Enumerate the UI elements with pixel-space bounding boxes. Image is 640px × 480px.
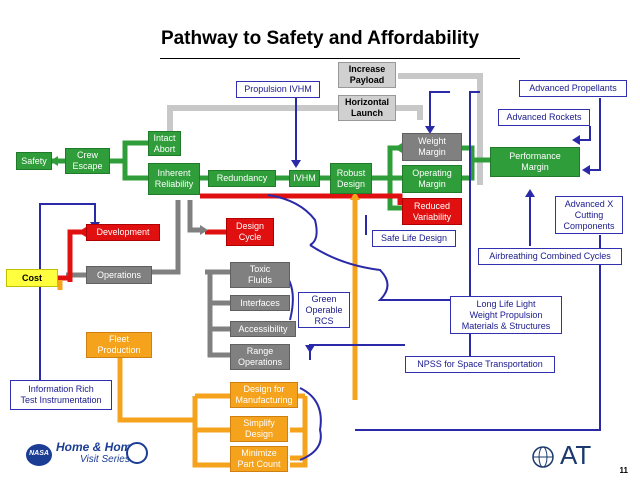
node-robust-design: Robust Design: [330, 163, 372, 194]
gray-light-connectors: [167, 73, 483, 185]
node-safety: Safety: [16, 152, 52, 170]
nasa-logo-text: NASA: [29, 450, 49, 457]
note-information-rich: Information Rich Test Instrumentation: [10, 380, 112, 410]
green-arrowheads: [50, 143, 402, 166]
node-redundancy: Redundancy: [208, 170, 276, 187]
globe-icon: [532, 446, 554, 468]
node-performance-margin: Performance Margin: [490, 147, 580, 177]
seal-icon: [126, 442, 148, 464]
node-design-for-manufacturing: Design for Manufacturing: [230, 382, 298, 408]
node-operating-margin: Operating Margin: [402, 165, 462, 193]
note-advanced-propellants: Advanced Propellants: [519, 80, 627, 97]
at-brand-text: AT: [560, 440, 592, 470]
node-development: Development: [86, 224, 160, 241]
node-minimize-part-count: Minimize Part Count: [230, 446, 288, 472]
node-increase-payload: Increase Payload: [338, 62, 396, 88]
node-inherent-reliability: Inherent Reliability: [148, 163, 200, 195]
node-cost: Cost: [6, 269, 58, 287]
page-title: Pathway to Safety and Affordability: [160, 28, 480, 49]
node-operations: Operations: [86, 266, 152, 284]
note-airbreathing-combined-cycles: Airbreathing Combined Cycles: [478, 248, 622, 265]
note-npss: NPSS for Space Transportation: [405, 356, 555, 373]
home-home-title: Home & Home: [56, 440, 139, 454]
node-simplify-design: Simplify Design: [230, 416, 288, 442]
note-propulsion-ivhm: Propulsion IVHM: [236, 81, 320, 98]
visit-series-subtitle: Visit Series: [80, 454, 130, 465]
node-range-operations: Range Operations: [230, 344, 290, 370]
node-design-cycle: Design Cycle: [226, 218, 274, 246]
node-horizontal-launch: Horizontal Launch: [338, 95, 396, 121]
node-accessibility: Accessibility: [230, 321, 296, 337]
node-fleet-production: Fleet Production: [86, 332, 152, 358]
note-safe-life-design: Safe Life Design: [372, 230, 456, 247]
note-advanced-rockets: Advanced Rockets: [498, 109, 590, 126]
note-advanced-x-cutting: Advanced X Cutting Components: [555, 196, 623, 234]
red-arrowheads: [78, 227, 86, 237]
node-weight-margin: Weight Margin: [402, 133, 462, 161]
page-number: 11: [619, 466, 628, 475]
node-toxic-fluids: Toxic Fluids: [230, 262, 290, 288]
note-long-life-light: Long Life Light Weight Propulsion Materi…: [450, 296, 562, 334]
note-green-operable-rcs: Green Operable RCS: [298, 292, 350, 328]
node-crew-escape: Crew Escape: [65, 148, 110, 174]
node-intact-abort: Intact Abort: [148, 131, 181, 156]
orange-connectors: [57, 195, 358, 468]
node-interfaces: Interfaces: [230, 295, 290, 311]
title-underline: [160, 58, 520, 59]
node-reduced-variability: Reduced Variability: [402, 198, 462, 225]
nasa-logo: NASA: [26, 444, 52, 466]
node-ivhm: IVHM: [289, 170, 320, 187]
